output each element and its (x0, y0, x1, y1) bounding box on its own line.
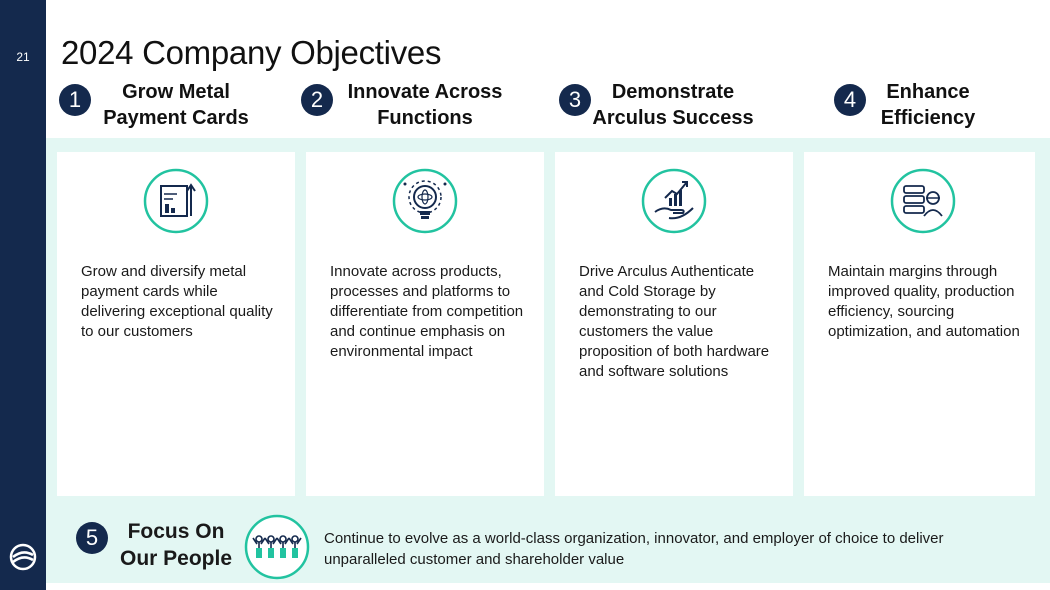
objective-heading-line: Efficiency (880, 107, 976, 129)
metal-card-growth-icon (143, 168, 209, 234)
people-heading: Focus On Our People (110, 518, 242, 572)
people-heading-line: Our People (119, 547, 233, 570)
objective-number-badge: 3 (559, 84, 591, 116)
objective-heading: Demonstrate Arculus Success (583, 79, 763, 131)
objective-number-badge: 2 (301, 84, 333, 116)
page-title: 2024 Company Objectives (61, 34, 442, 71)
objective-heading-line: Enhance (886, 81, 970, 103)
objective-card: Drive Arculus Authenticate and Cold Stor… (555, 152, 793, 496)
operator-server-icon (890, 168, 956, 234)
objective-heading: Innovate Across Functions (335, 79, 515, 131)
objective-number-badge: 4 (834, 84, 866, 116)
objective-number-badge: 5 (76, 522, 108, 554)
objective-heading-line: Arculus Success (592, 107, 754, 129)
company-logo-icon (9, 543, 37, 571)
objective-description: Innovate across products, processes and … (330, 263, 524, 360)
objective-heading: Grow Metal Payment Cards (92, 79, 260, 131)
objective-heading-line: Innovate Across (347, 81, 503, 103)
objective-heading-line: Functions (377, 107, 473, 129)
objective-heading: Enhance Efficiency (860, 79, 996, 131)
objective-number-badge: 1 (59, 84, 91, 116)
people-team-icon (244, 514, 310, 580)
objective-card: Innovate across products, processes and … (306, 152, 544, 496)
objective-heading-line: Grow Metal (122, 81, 230, 103)
objective-description: Maintain margins through improved qualit… (828, 263, 1020, 340)
objective-description: Drive Arculus Authenticate and Cold Stor… (579, 263, 770, 380)
people-heading-line: Focus On (127, 520, 225, 543)
objective-heading-line: Payment Cards (103, 107, 249, 129)
hand-growth-chart-icon (641, 168, 707, 234)
people-description: Continue to evolve as a world-class orga… (324, 530, 944, 568)
objective-description: Grow and diversify metal payment cards w… (81, 263, 273, 340)
sidebar (0, 0, 46, 590)
objective-card: Maintain margins through improved qualit… (804, 152, 1035, 496)
slide-number: 21 (16, 50, 30, 64)
objective-card: Grow and diversify metal payment cards w… (57, 152, 295, 496)
objective-heading-line: Demonstrate (611, 81, 735, 103)
innovation-lightbulb-icon (392, 168, 458, 234)
